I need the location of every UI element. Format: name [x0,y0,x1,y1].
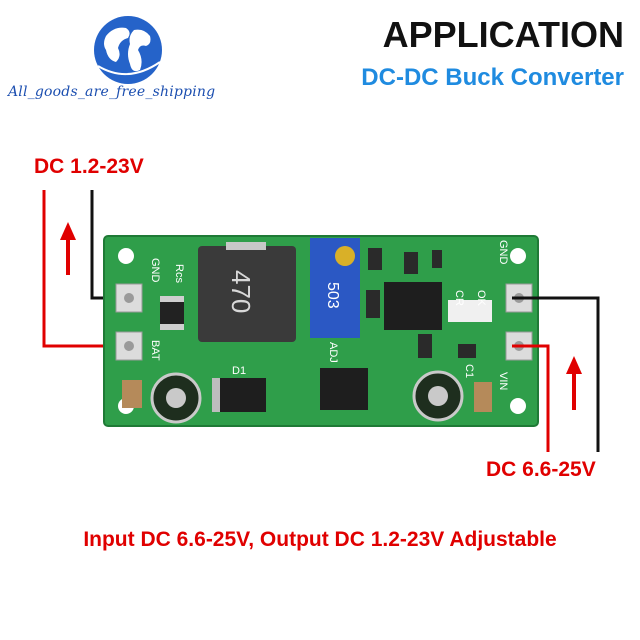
silk-adj: ADJ [327,342,339,363]
silk-ok: OK [475,290,487,307]
silk-rcs: Rcs [173,264,185,283]
inductor [198,246,296,342]
spec-caption: Input DC 6.6-25V, Output DC 1.2-23V Adju… [83,528,557,551]
input-negative-wire [512,296,600,452]
status-leds [448,300,492,322]
inductor-marking: 470 [226,270,256,313]
silk-d1: D1 [232,365,246,377]
silk-c1: C1 [463,364,475,378]
input-voltage-label: DC 6.6-25V [486,458,596,481]
store-logo [94,16,162,84]
page-title: APPLICATION [382,14,624,55]
trimmer-screw [335,246,355,266]
trimmer-marking: 503 [324,282,341,309]
silk-gnd-left: GND [149,258,161,283]
diode [212,378,266,412]
input-positive-wire [512,344,550,452]
silk-gnd-right: GND [497,240,509,265]
output-voltage-label: DC 1.2-23V [34,155,144,178]
store-watermark: All_goods_are_free_shipping [8,84,216,100]
output-arrow-head [60,222,76,240]
silk-cr: CR [453,290,465,306]
ic-controller [384,282,442,330]
silk-bat: BAT [149,340,161,361]
page-subtitle: DC-DC Buck Converter [361,64,624,91]
silk-vin: VIN [497,372,509,390]
output-positive-wire [42,190,128,348]
ic-switch [320,368,368,410]
input-arrow-head [566,356,582,374]
continents [104,27,151,72]
